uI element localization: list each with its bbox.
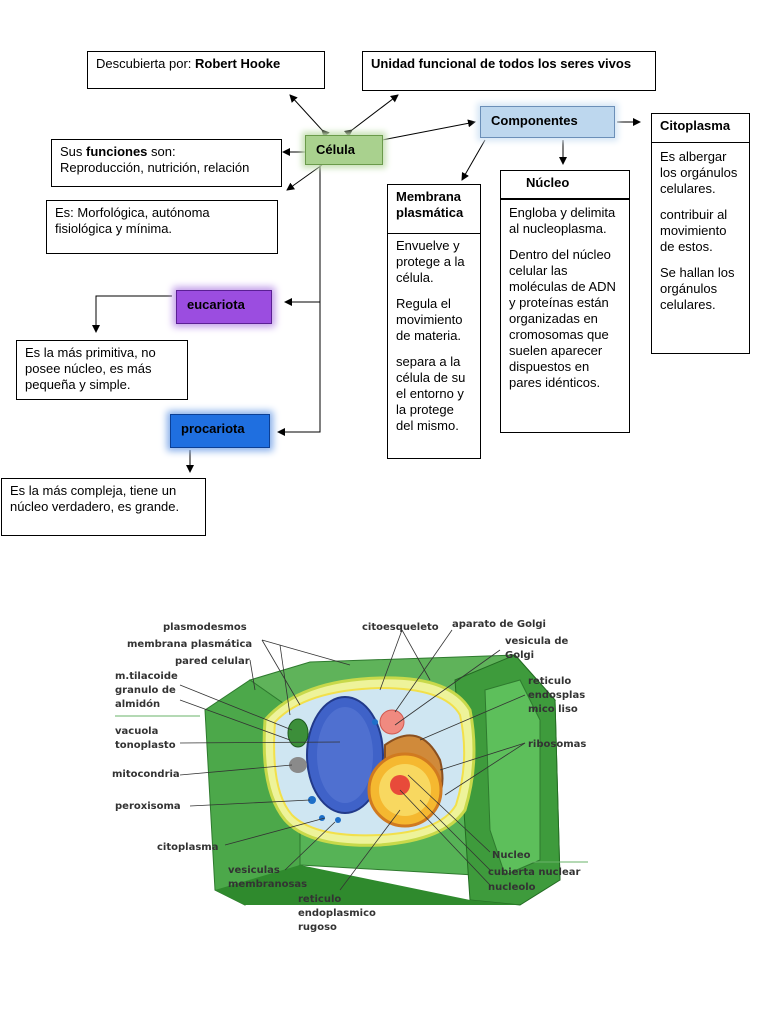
label-vesicula-golgi-2: Golgi bbox=[505, 650, 534, 661]
procariota-desc: Es la más compleja, tiene un núcleo verd… bbox=[10, 483, 180, 514]
funciones-list: Reproducción, nutrición, relación bbox=[60, 160, 250, 175]
cytoplasm-area bbox=[273, 686, 466, 837]
celula-label: Célula bbox=[316, 142, 356, 157]
label-tilacoide-1: m.tilacoide bbox=[115, 671, 178, 682]
label-citoesqueleto: citoesqueleto bbox=[362, 622, 439, 633]
membrana-p2: Regula el movimiento de materia. bbox=[396, 296, 463, 343]
cell-wall-top bbox=[248, 654, 557, 716]
label-vacuola-1: vacuola bbox=[115, 726, 158, 737]
funciones-box: Sus funciones son: Reproducción, nutrici… bbox=[51, 139, 282, 187]
vacuole-inner bbox=[317, 707, 373, 803]
membrana-p1: Envuelve y protege a la célula. bbox=[396, 238, 465, 285]
nucleolus-shape bbox=[390, 775, 410, 795]
label-rel-3: mico liso bbox=[528, 704, 578, 715]
functional-unit-text: Unidad funcional de todos los seres vivo… bbox=[371, 56, 632, 71]
label-tilacoide-3: almidón bbox=[115, 698, 160, 710]
celula-node: Célula bbox=[305, 135, 383, 165]
vesicle-dot bbox=[372, 719, 378, 725]
membrana-p3: separa a la célula de su el entorno y la… bbox=[396, 354, 466, 433]
concept-map-connectors bbox=[92, 94, 641, 473]
eucariota-node: eucariota bbox=[176, 290, 272, 324]
leader-lines bbox=[179, 629, 526, 891]
mitochondria-shape bbox=[289, 757, 307, 773]
cell-wall-right bbox=[454, 654, 561, 906]
nucleus-inner bbox=[379, 764, 431, 816]
label-ribosomas: ribosomas bbox=[528, 739, 586, 750]
cell-wall-right-inner bbox=[484, 679, 541, 876]
label-tilacoide-2: granulo de bbox=[115, 685, 176, 696]
cell-wall-bottom bbox=[215, 865, 520, 905]
label-golgi: aparato de Golgi bbox=[452, 619, 546, 630]
procariota-node: procariota bbox=[170, 414, 270, 448]
procariota-desc-box: Es la más compleja, tiene un núcleo verd… bbox=[1, 478, 206, 536]
funciones-suffix: son: bbox=[147, 144, 176, 159]
nucleus-shape bbox=[367, 752, 443, 828]
citoplasma-desc-box: Es albergar los orgánulos celulares. con… bbox=[651, 142, 750, 354]
discovered-prefix: Descubierta por: bbox=[96, 56, 195, 71]
citoplasma-p3: Se hallan los orgánulos celulares. bbox=[660, 265, 735, 312]
componentes-node: Componentes bbox=[480, 106, 615, 138]
label-rer-3: rugoso bbox=[298, 922, 337, 933]
nucleo-p2: Dentro del núcleo celular las moléculas … bbox=[509, 247, 616, 390]
membrana-title: Membrana plasmática bbox=[396, 189, 464, 220]
label-vesiculas-2: membranosas bbox=[228, 879, 307, 890]
nucleo-title: Núcleo bbox=[526, 175, 570, 190]
componentes-label: Componentes bbox=[491, 113, 578, 128]
procariota-label: procariota bbox=[181, 421, 245, 436]
eucariota-label: eucariota bbox=[187, 297, 245, 312]
label-nucleo: Nucleo bbox=[492, 850, 531, 861]
label-citoplasma: citoplasma bbox=[157, 842, 218, 853]
citoplasma-title: Citoplasma bbox=[660, 118, 731, 133]
membrana-title-box: Membrana plasmática bbox=[387, 184, 481, 234]
cell-wall-front bbox=[299, 699, 561, 881]
cell-membrane bbox=[262, 676, 476, 847]
funciones-bold: funciones bbox=[86, 144, 148, 159]
es-box: Es: Morfológica, autónoma fisiológica y … bbox=[46, 200, 278, 254]
funciones-prefix: Sus bbox=[60, 144, 87, 159]
discovered-by-box: Descubierta por: Robert Hooke bbox=[87, 51, 325, 89]
label-membrana-plasmatica: membrana plasmática bbox=[127, 638, 252, 650]
label-rer-1: reticulo bbox=[298, 894, 341, 905]
label-cubierta: cubierta nuclear bbox=[488, 867, 580, 878]
vacuole bbox=[306, 696, 384, 814]
label-vesiculas-1: vesiculas bbox=[228, 865, 280, 876]
discovered-name: Robert Hooke bbox=[195, 56, 281, 71]
label-pared-celular: pared celular bbox=[175, 656, 250, 667]
label-plasmodesmos: plasmodesmos bbox=[163, 622, 247, 633]
nucleo-p1: Engloba y delimita al nucleoplasma. bbox=[509, 205, 616, 236]
golgi-vesicle-shape bbox=[379, 709, 405, 735]
label-vacuola-2: tonoplasto bbox=[115, 740, 176, 751]
citoplasma-p1: Es albergar los orgánulos celulares. bbox=[660, 149, 738, 196]
label-nucleolo: nucleolo bbox=[488, 882, 536, 893]
label-rer-2: endoplasmico bbox=[298, 908, 376, 919]
nucleo-desc-box: Engloba y delimita al nucleoplasma. Dent… bbox=[500, 199, 630, 433]
vesicle-dot-2 bbox=[319, 815, 325, 821]
eucariota-desc: Es la más primitiva, no posee núcleo, es… bbox=[25, 345, 156, 392]
peroxisome-dot bbox=[308, 796, 316, 804]
label-rel-2: endosplas bbox=[528, 690, 585, 701]
es-text: Es: Morfológica, autónoma fisiológica y … bbox=[55, 205, 210, 236]
nucleo-title-box: Núcleo bbox=[500, 170, 630, 199]
label-rel-1: reticulo bbox=[528, 676, 571, 687]
rough-er-shape bbox=[384, 734, 444, 817]
eucariota-desc-box: Es la más primitiva, no posee núcleo, es… bbox=[16, 340, 188, 400]
label-vesicula-golgi-1: vesicula de bbox=[505, 636, 569, 647]
label-peroxisoma: peroxisoma bbox=[115, 801, 181, 812]
vesicle-dot-3 bbox=[335, 817, 341, 823]
cell-wall-left bbox=[204, 679, 301, 906]
citoplasma-p2: contribuir al movimiento de estos. bbox=[660, 207, 728, 254]
citoplasma-title-box: Citoplasma bbox=[651, 113, 750, 143]
chloroplast-1 bbox=[287, 718, 309, 748]
label-mitocondria: mitocondria bbox=[112, 769, 180, 780]
functional-unit-box: Unidad funcional de todos los seres vivo… bbox=[362, 51, 656, 91]
membrana-desc-box: Envuelve y protege a la célula. Regula e… bbox=[387, 233, 481, 459]
